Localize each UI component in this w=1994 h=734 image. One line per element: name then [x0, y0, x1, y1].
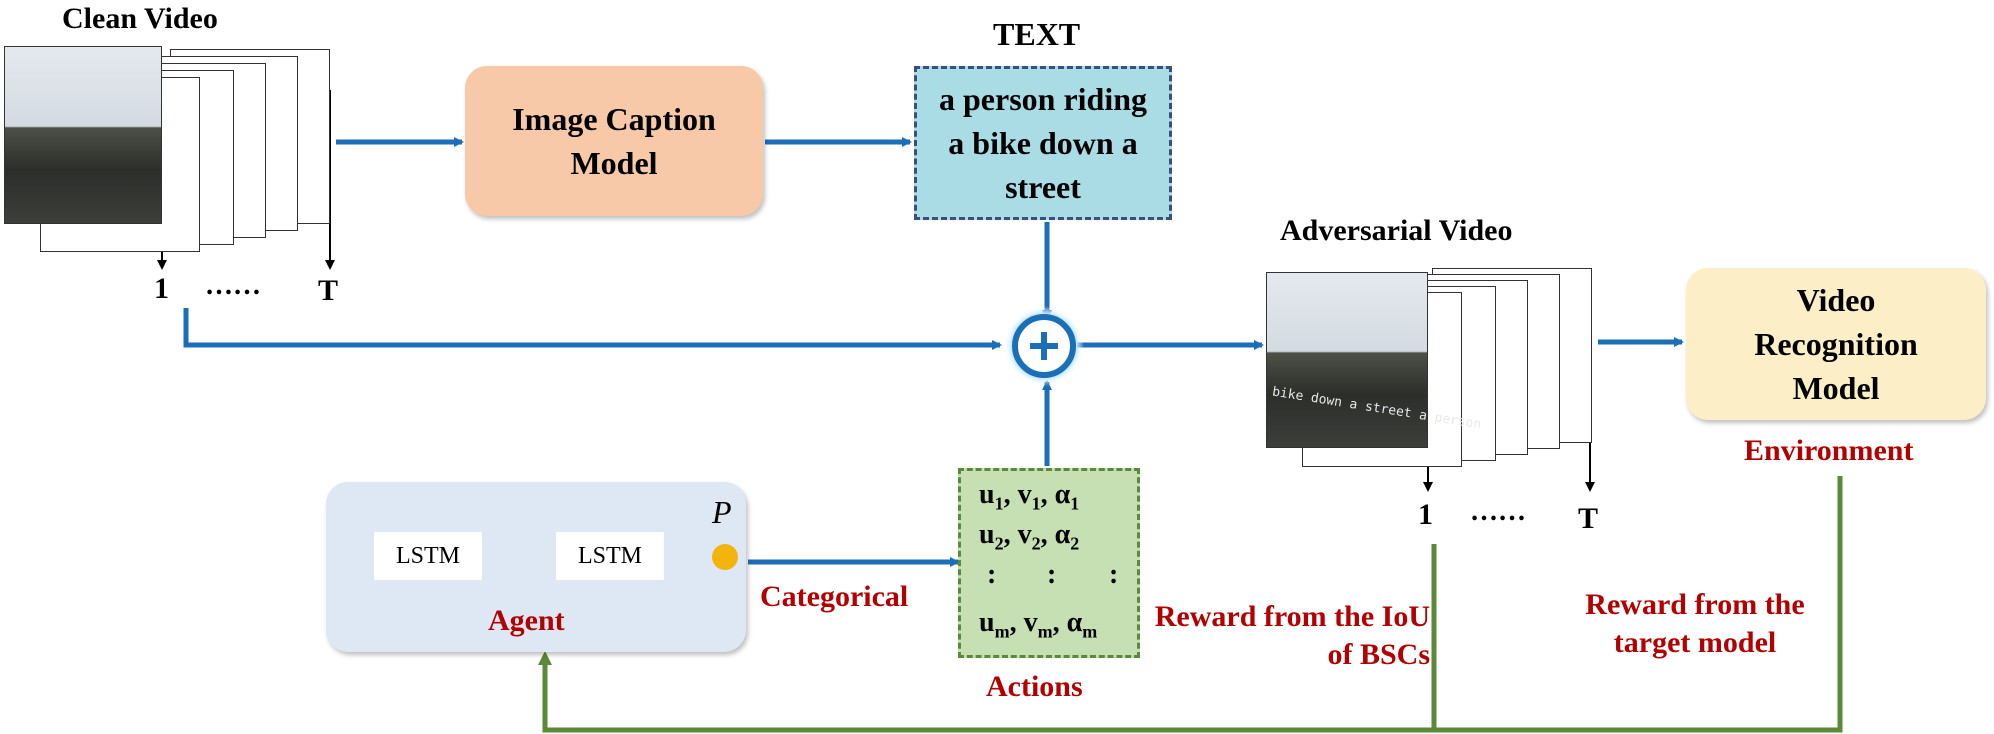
- video-recognition-model: Video Recognition Model: [1686, 268, 1986, 420]
- lstm-cell-2-label: LSTM: [577, 542, 642, 569]
- video-frame-front: [4, 46, 162, 224]
- action-ellipsis-row: : : :: [987, 559, 1119, 590]
- adv-index-end: T: [1578, 502, 1599, 535]
- lstm-cell-1: LSTM: [374, 532, 482, 580]
- lstm-cell-1-label: LSTM: [395, 542, 460, 569]
- video-frame-front: bike down a street a person: [1266, 272, 1482, 448]
- arrow-frame-to-oplus: [183, 308, 1002, 350]
- reward-feedback-line: [538, 476, 1843, 733]
- text-box-content: a person riding a bike down a street: [938, 81, 1148, 205]
- categorical-label: Categorical: [760, 580, 909, 613]
- action-row: u1, v1, α1: [979, 479, 1080, 514]
- image-caption-model: Image Caption Model: [465, 66, 763, 216]
- image-caption-model-label: Image Caption Model: [512, 101, 716, 181]
- clean-index-dots: ……: [205, 270, 261, 301]
- clean-index-start: 1: [154, 272, 169, 305]
- text-heading: TEXT: [993, 16, 1081, 52]
- clean-index-end: T: [318, 274, 339, 307]
- text-box: a person riding a bike down a street: [914, 66, 1172, 220]
- adv-index-start: 1: [1418, 498, 1433, 531]
- action-row: um, vm, αm: [979, 607, 1098, 642]
- environment-label: Environment: [1744, 434, 1914, 467]
- oplus-icon: [1004, 306, 1084, 386]
- actions-label: Actions: [986, 670, 1083, 703]
- output-node-icon: [712, 544, 738, 570]
- actions-box: u1, v1, α1 u2, v2, α2 : : : um, vm, αm: [958, 468, 1140, 658]
- lstm-cell-2: LSTM: [556, 532, 664, 580]
- clean-video-title: Clean Video: [62, 2, 218, 35]
- agent-label: Agent: [488, 604, 565, 637]
- video-recognition-model-label: Video Recognition Model: [1754, 282, 1918, 406]
- action-row: u2, v2, α2: [979, 519, 1080, 554]
- reward-target-label: Reward from the target model: [1585, 588, 1805, 659]
- adv-index-dots: ……: [1470, 496, 1526, 527]
- p-label: P: [712, 494, 732, 530]
- adversarial-video-title: Adversarial Video: [1280, 214, 1513, 247]
- reward-iou-label: Reward from the IoU of BSCs: [1154, 600, 1430, 671]
